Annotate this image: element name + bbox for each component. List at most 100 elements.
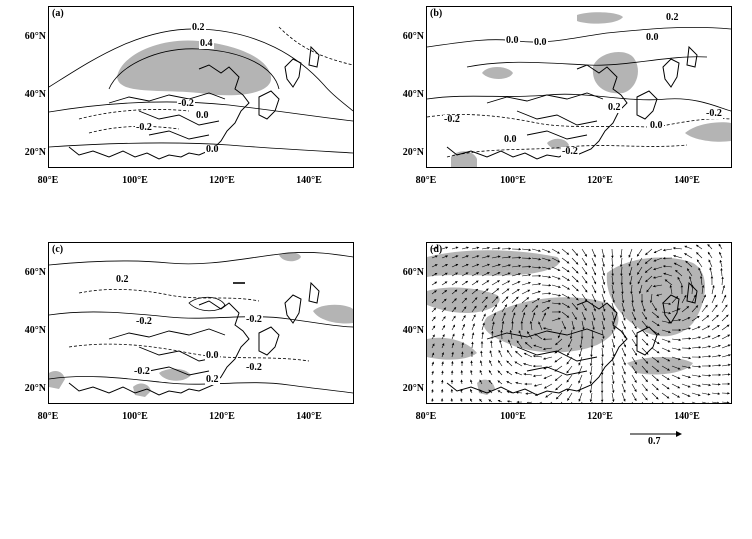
- wind-vector-head: [528, 281, 531, 285]
- shaded-region: [427, 287, 500, 313]
- wind-vector-head: [602, 327, 606, 330]
- wind-vector-head: [563, 326, 566, 330]
- wind-vector-head: [673, 262, 677, 266]
- wind-vector-head: [601, 354, 604, 357]
- wind-vector-head: [479, 360, 483, 363]
- wind-vector-head: [455, 263, 459, 267]
- wind-vector-head: [567, 398, 570, 401]
- wind-vector-head: [431, 398, 434, 401]
- wind-vector-head: [497, 390, 501, 393]
- wind-vector-head: [508, 339, 511, 343]
- y-tick-label: 60°N: [402, 267, 424, 278]
- wind-vector-head: [566, 370, 569, 374]
- contour-label: 0.2: [115, 274, 130, 285]
- wind-vector-head: [619, 264, 623, 267]
- wind-vector-head: [634, 352, 637, 356]
- wind-vector-head: [718, 354, 721, 358]
- wind-vector-head: [462, 324, 465, 327]
- wind-vector-head: [622, 309, 626, 312]
- wind-vector-head: [568, 344, 571, 348]
- wind-vector-head: [543, 357, 546, 360]
- wind-vector-head: [497, 246, 501, 250]
- wind-vector-head: [566, 261, 570, 264]
- wind-vector-head: [554, 350, 558, 354]
- wind-vector-head: [455, 272, 458, 275]
- wind-vector-head: [524, 382, 527, 386]
- wind-vector-head: [717, 392, 720, 396]
- wind-vector-head: [602, 318, 606, 321]
- contour-label: -0.2: [705, 108, 723, 119]
- wind-vector-head: [657, 332, 660, 335]
- wind-vector-head: [668, 321, 671, 324]
- wind-vector-head: [712, 285, 715, 288]
- contour-line: [108, 48, 280, 90]
- wind-vector-head: [529, 321, 533, 324]
- wind-vector-head: [476, 263, 480, 267]
- wind-vector-head: [688, 366, 691, 369]
- wind-vector-head: [504, 304, 507, 307]
- shaded-region: [627, 357, 693, 375]
- wind-vector-head: [548, 292, 551, 295]
- wind-vector-head: [645, 388, 648, 392]
- wind-vector-field: [431, 243, 731, 403]
- wind-vector-head: [637, 281, 641, 285]
- wind-vector-head: [455, 246, 459, 249]
- wind-vector-head: [484, 305, 487, 308]
- wind-vector-head: [522, 312, 526, 315]
- wind-vector-head: [623, 317, 626, 321]
- wind-vector-head: [612, 291, 615, 294]
- wind-vector-head: [450, 370, 454, 373]
- wind-vector-head: [528, 257, 531, 260]
- wind-vector-head: [600, 381, 604, 384]
- wind-vector-head: [698, 346, 701, 349]
- wind-vector-head: [668, 302, 671, 306]
- y-tick-label: 40°N: [24, 325, 46, 336]
- wind-vector-head: [516, 391, 519, 394]
- wind-vector-head: [490, 340, 493, 343]
- wind-vector-head: [509, 330, 513, 333]
- wind-vector-head: [523, 372, 526, 376]
- wind-vector-head: [557, 335, 561, 339]
- wind-vector-head: [707, 393, 711, 396]
- wind-vector-head: [555, 387, 558, 391]
- wind-vector-head: [545, 395, 548, 398]
- wind-vector-head: [589, 390, 593, 393]
- wind-vector-head: [592, 318, 596, 321]
- wind-vector-head: [611, 282, 615, 285]
- wind-vector-head: [538, 257, 541, 261]
- panel-label: (a): [52, 8, 64, 19]
- wind-vector-head: [645, 252, 648, 255]
- wind-vector-head: [727, 401, 730, 403]
- x-tick-label: 100°E: [500, 175, 526, 186]
- wind-vector-head: [443, 298, 447, 302]
- panel-label: (d): [430, 244, 443, 255]
- wind-vector-head: [645, 370, 648, 373]
- wind-vector-head: [590, 345, 594, 348]
- wind-vector-head: [575, 262, 579, 265]
- x-tick-label: 120°E: [209, 175, 235, 186]
- wind-vector-head: [470, 360, 473, 364]
- wind-vector-head: [460, 360, 464, 364]
- wind-vector-head: [517, 281, 521, 284]
- wind-vector: [581, 401, 583, 403]
- wind-vector-head: [488, 399, 492, 402]
- wind-vector-head: [493, 312, 496, 316]
- x-tick-label: 120°E: [587, 175, 613, 186]
- wind-vector-head: [452, 333, 455, 337]
- wind-vector-head: [727, 391, 730, 395]
- wind-vector-head: [474, 297, 478, 300]
- wind-vector-head: [528, 248, 531, 252]
- wind-vector-head: [612, 336, 616, 339]
- wind-vector-head: [589, 372, 593, 375]
- wind-vector-head: [673, 254, 676, 258]
- wind-vector-head: [645, 379, 648, 382]
- wind-vector-head: [556, 396, 559, 400]
- wind-vector-head: [705, 304, 708, 308]
- wind-vector-head: [579, 345, 583, 348]
- x-tick-label: 80°E: [37, 411, 59, 422]
- wind-vector-head: [696, 316, 700, 319]
- wind-vector-head: [628, 273, 632, 276]
- wind-vector-head: [593, 272, 597, 276]
- wind-vector-head: [645, 361, 649, 364]
- wind-vector-head: [727, 344, 731, 347]
